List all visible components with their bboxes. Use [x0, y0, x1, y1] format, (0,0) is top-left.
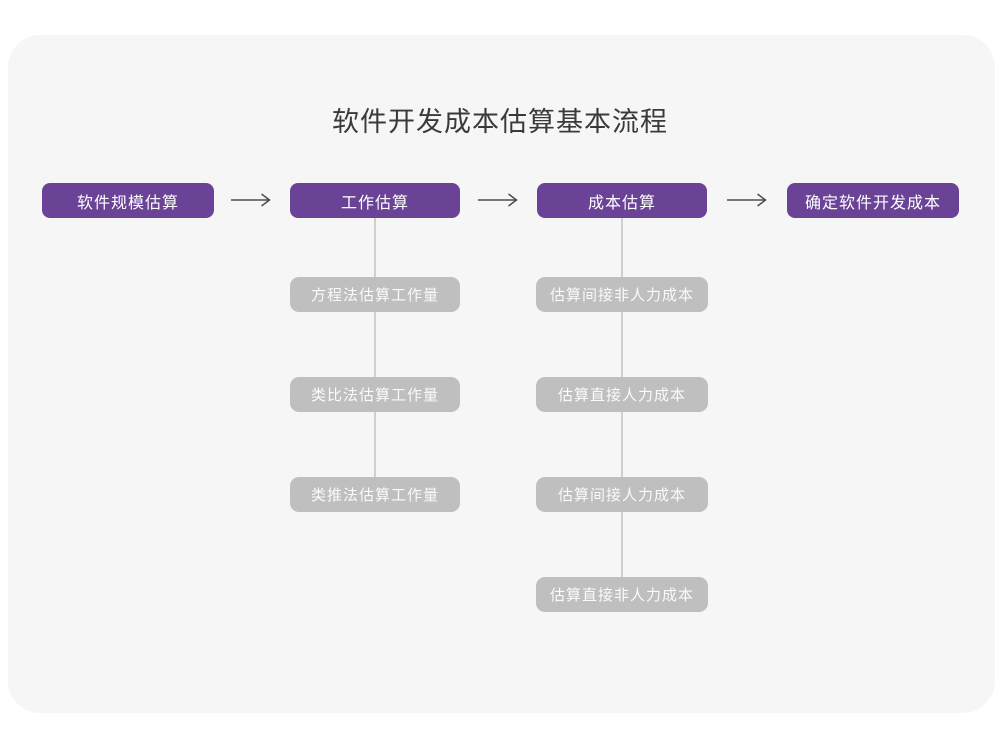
flow-step-cost-estimation: 成本估算: [537, 183, 707, 218]
substep-indirect-labor-cost: 估算间接人力成本: [536, 477, 708, 512]
connector-line-work-estimation: [374, 218, 376, 480]
substep-equation-method: 方程法估算工作量: [290, 277, 460, 312]
flow-step-determine-development-cost: 确定软件开发成本: [787, 183, 959, 218]
substep-direct-nonlabor-cost: 估算直接非人力成本: [536, 577, 708, 612]
substep-extrapolation-method: 类推法估算工作量: [290, 477, 460, 512]
diagram-card: [8, 35, 995, 713]
flow-step-software-scale-estimation: 软件规模估算: [42, 183, 214, 218]
substep-direct-labor-cost: 估算直接人力成本: [536, 377, 708, 412]
substep-analogy-method: 类比法估算工作量: [290, 377, 460, 412]
flow-arrow-icon: [230, 192, 274, 208]
substep-indirect-nonlabor-cost: 估算间接非人力成本: [536, 277, 708, 312]
flow-step-work-estimation: 工作估算: [290, 183, 460, 218]
flow-arrow-icon: [477, 192, 521, 208]
flow-arrow-icon: [726, 192, 770, 208]
diagram-title: 软件开发成本估算基本流程: [332, 107, 668, 137]
